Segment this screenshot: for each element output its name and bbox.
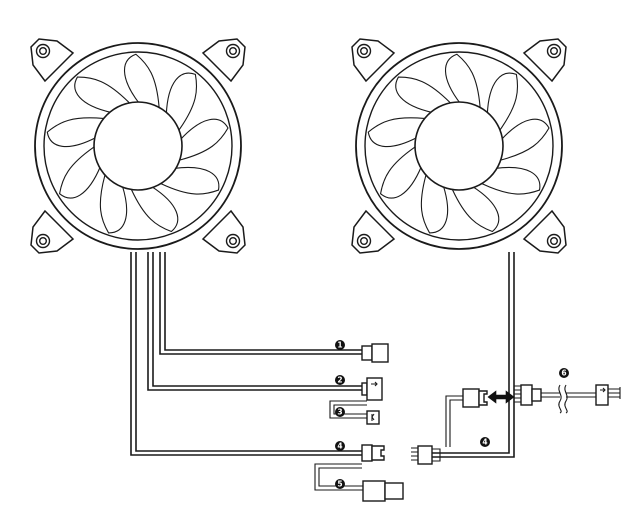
svg-text:3: 3 <box>337 408 342 417</box>
mounting-hole-icon <box>35 43 51 59</box>
fan-blade <box>131 185 179 233</box>
cable-6 <box>541 384 596 414</box>
connector-6-left <box>514 384 542 406</box>
fan-blade <box>165 72 198 131</box>
mounting-hole-icon <box>546 233 562 249</box>
mounting-hole-icon <box>546 43 562 59</box>
connector-6-right <box>595 384 621 406</box>
fan-right <box>351 38 567 254</box>
mounting-hole-icon <box>35 233 51 249</box>
fan-blade <box>452 185 500 233</box>
fan-blade <box>124 53 160 108</box>
callout-4a: 4 <box>335 441 345 451</box>
fan-hub <box>414 101 504 191</box>
fan-blade <box>367 117 425 148</box>
fan-blade <box>74 76 130 114</box>
callout-5: 5 <box>335 479 345 489</box>
mounting-hole-icon <box>356 233 372 249</box>
fan-blades <box>46 53 229 234</box>
cable-2-inner <box>152 252 362 387</box>
svg-text:5: 5 <box>337 480 342 489</box>
cable-4-inner <box>135 252 362 452</box>
cable-2 <box>147 252 362 391</box>
cable-break-icon <box>558 384 568 414</box>
fan-blade <box>99 175 128 234</box>
double-arrow-icon <box>487 390 515 404</box>
svg-text:1: 1 <box>337 341 342 350</box>
fan-blade <box>445 53 481 108</box>
fan-blades <box>367 53 550 234</box>
connector-5 <box>362 480 404 502</box>
right-fan-cable <box>430 252 515 458</box>
fan-blade <box>500 118 550 161</box>
svg-text:4: 4 <box>337 442 342 451</box>
mounting-hole-icon <box>356 43 372 59</box>
connector-3 <box>366 410 380 425</box>
callout-2: 2 <box>335 375 345 385</box>
fan-blade <box>58 146 102 199</box>
fan-blade <box>46 117 104 148</box>
connector-2 <box>329 377 383 419</box>
callout-6: 6 <box>559 368 569 378</box>
fan-blade <box>486 72 519 131</box>
callout-4b: 4 <box>480 437 490 447</box>
callout-1: 1 <box>335 340 345 350</box>
fan-left <box>30 38 246 254</box>
fan-blade <box>481 166 541 195</box>
cable-4 <box>130 252 362 456</box>
mounting-hole-icon <box>225 43 241 59</box>
adapter-cable <box>445 388 488 447</box>
callout-3: 3 <box>335 407 345 417</box>
connector-1 <box>361 343 389 363</box>
svg-text:2: 2 <box>337 376 342 385</box>
left-fan-cables <box>130 252 362 456</box>
fan-blade <box>379 146 423 199</box>
connector-4-right <box>411 445 441 465</box>
fan-blade <box>179 118 229 161</box>
cable-1-inner <box>164 252 362 351</box>
svg-text:6: 6 <box>561 369 566 378</box>
fan-blade <box>160 166 220 195</box>
fan-hub <box>93 101 183 191</box>
svg-text:4: 4 <box>482 438 487 447</box>
mounting-hole-icon <box>225 233 241 249</box>
fan-blade <box>395 76 451 114</box>
fan-blade <box>420 175 449 234</box>
cable-1 <box>159 252 362 355</box>
